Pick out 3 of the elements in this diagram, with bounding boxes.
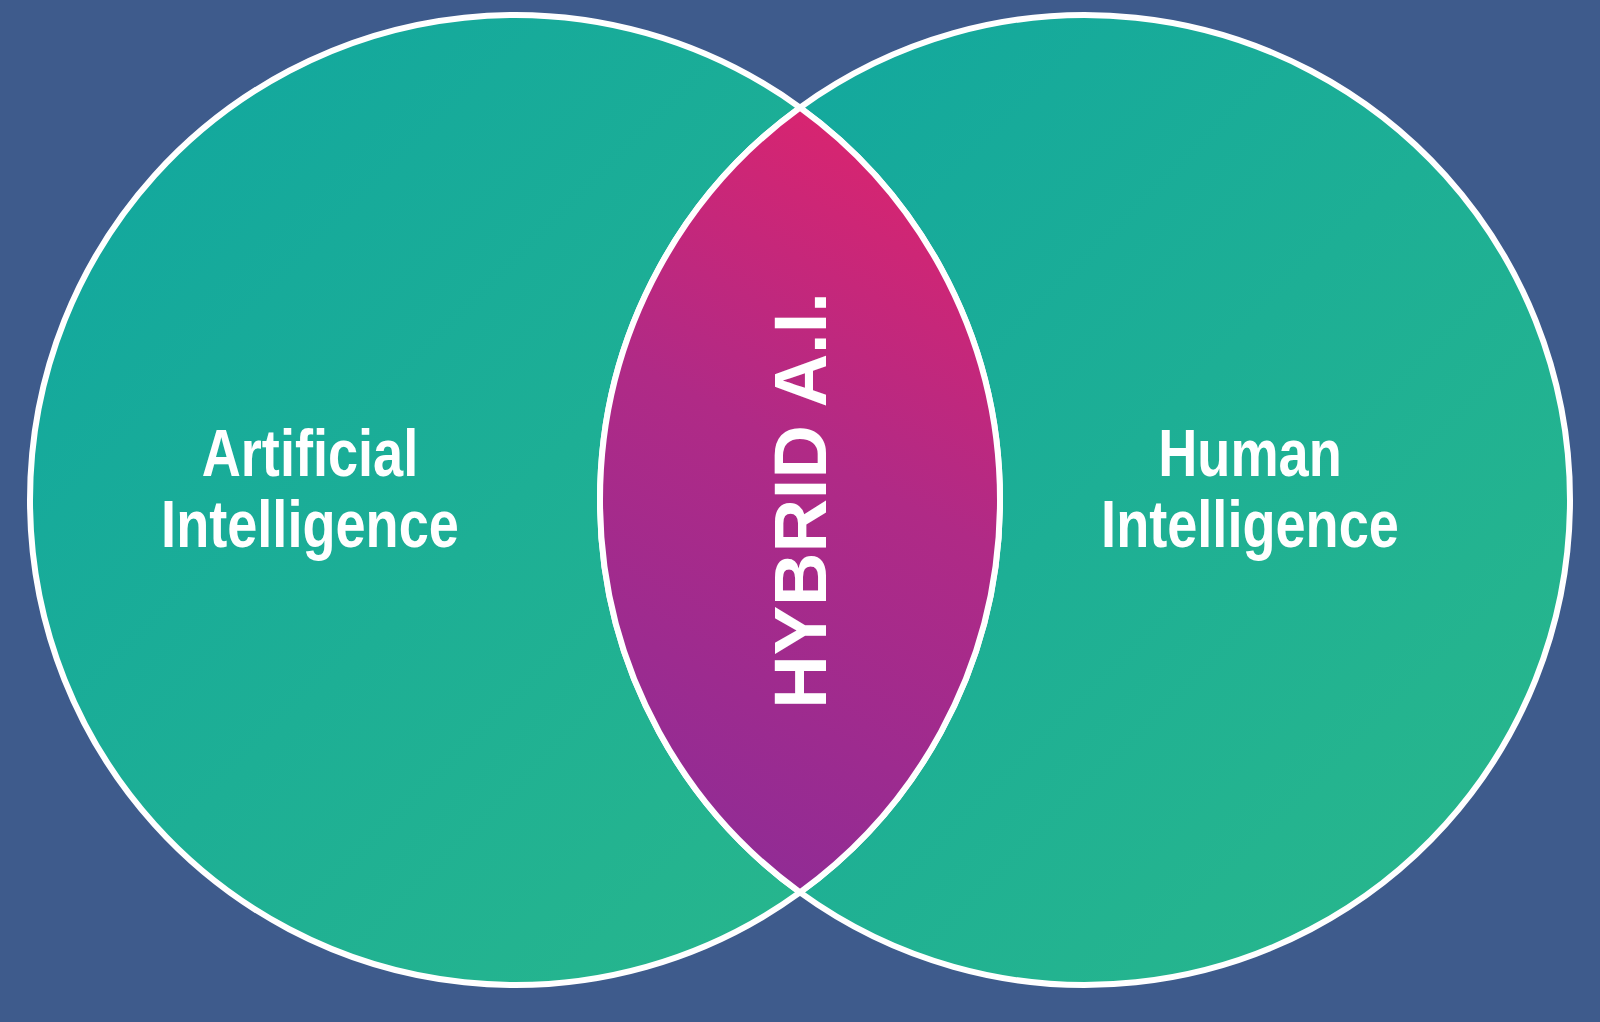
circle-label: Artificial Intelligence [160, 418, 460, 561]
overlap-label: HYBRID A.I. [757, 291, 843, 709]
circle-label: Human Intelligence [1100, 418, 1400, 561]
